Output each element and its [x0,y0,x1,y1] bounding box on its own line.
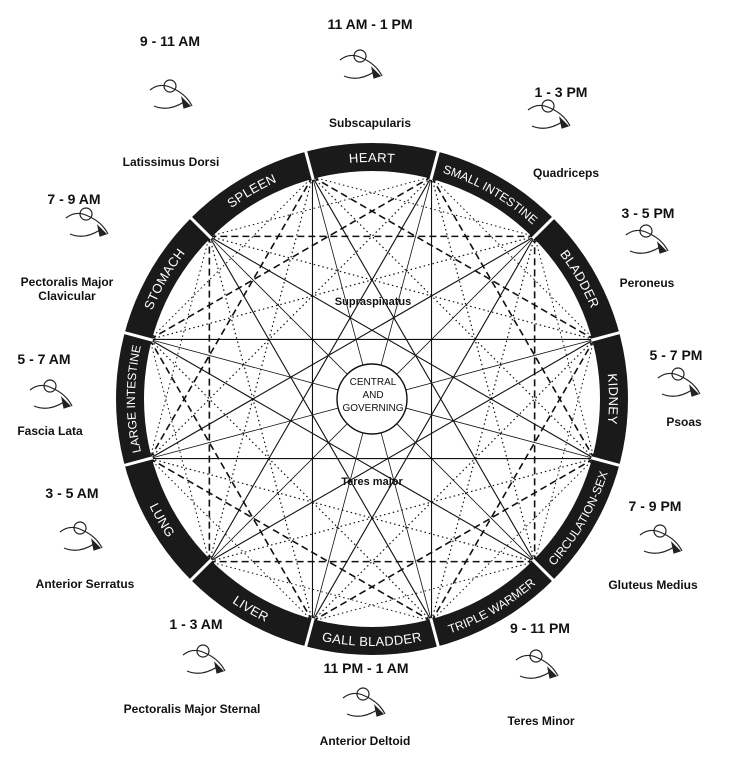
ring-separator [123,331,154,342]
time-kidney: 5 - 7 PM [649,347,703,363]
muscle-stomach-line-1: Pectoralis Major [20,275,114,289]
muscle-spleen: Latissimus Dorsi [122,155,220,169]
ring-separator [590,331,621,342]
muscle-test-figure [527,99,571,129]
solid-star-line [208,176,433,562]
ring-separator [189,216,213,240]
organ-label-kidney: KIDNEY [605,373,621,425]
muscle-test-figure [342,687,386,717]
muscle-test-figure [29,379,73,409]
ring-separator [531,216,555,240]
organ-ring [116,143,628,655]
muscle-liver: Pectoralis Major Sternal [123,702,261,716]
solid-star-line [209,235,595,460]
ring-separator [590,456,621,467]
time-heart: 11 AM - 1 PM [327,16,413,32]
muscle-triple-warmer: Teres Minor [507,714,575,728]
muscle-test-figure [182,644,226,674]
muscle-test-figure [515,649,559,679]
muscle-test-figure [639,524,683,554]
organ-label-large-intestine: LARGE INTESTINE [124,344,144,455]
time-triple-warmer: 9 - 11 PM [510,620,570,636]
solid-star-line [208,236,433,622]
time-stomach: 7 - 9 AM [47,191,101,207]
time-liver: 1 - 3 AM [169,616,223,632]
time-spleen: 9 - 11 AM [139,33,201,49]
muscle-small-intestine: Quadriceps [532,166,600,180]
muscle-test-figure [625,224,669,254]
time-circulation-sex: 7 - 9 PM [628,498,682,514]
muscle-large-intestine: Fascia Lata [17,424,83,438]
center-line-2: AND [362,390,384,401]
solid-star-line [311,176,536,562]
center-circle [336,363,408,435]
muscle-test-figure [65,207,109,237]
organ-label-heart: HEART [348,150,395,166]
muscle-stomach: Pectoralis Major Clavicular [21,275,114,303]
muscle-heart: Subscapularis [328,116,412,130]
ring-separator [429,617,440,648]
teres-major-label: Teres major [341,476,403,488]
ring-separator [304,150,315,181]
muscle-bladder: Peroneus [619,276,675,290]
muscle-lung: Anterior Serratus [35,577,135,591]
solid-star-line [311,236,536,622]
muscle-gall-bladder: Anterior Deltoid [319,734,411,748]
muscle-stomach-line-2: Clavicular [38,289,96,303]
ring-separator [189,558,213,582]
solid-star-line [149,338,535,563]
organ-label-gall-bladder: GALL BLADDER [321,629,423,649]
test-figures [29,49,701,717]
muscle-test-figure [339,49,383,79]
time-small-intestine: 1 - 3 PM [534,84,588,100]
solid-star-line [209,338,595,563]
solid-star-line [149,235,535,460]
center-governing-label: CENTRAL AND GOVERNING [335,376,411,415]
supraspinatus-label: Supraspinatus [334,296,412,308]
muscle-test-figure [149,79,193,109]
time-lung: 3 - 5 AM [45,485,99,501]
muscle-test-figure [59,521,103,551]
center-line-1: CENTRAL [349,377,397,388]
center-line-3: GOVERNING [342,403,404,414]
time-bladder: 3 - 5 PM [621,205,675,221]
time-large-intestine: 5 - 7 AM [17,351,71,367]
muscle-test-figure [657,367,701,397]
ring-separator [429,150,440,181]
time-gall-bladder: 11 PM - 1 AM [323,660,409,676]
connecting-lines [149,176,595,622]
ring-separator [531,558,555,582]
ring-separator [123,456,154,467]
ring-separator [304,617,315,648]
muscle-circulation-sex: Gluteus Medius [608,578,698,592]
muscle-kidney: Psoas [666,415,702,429]
